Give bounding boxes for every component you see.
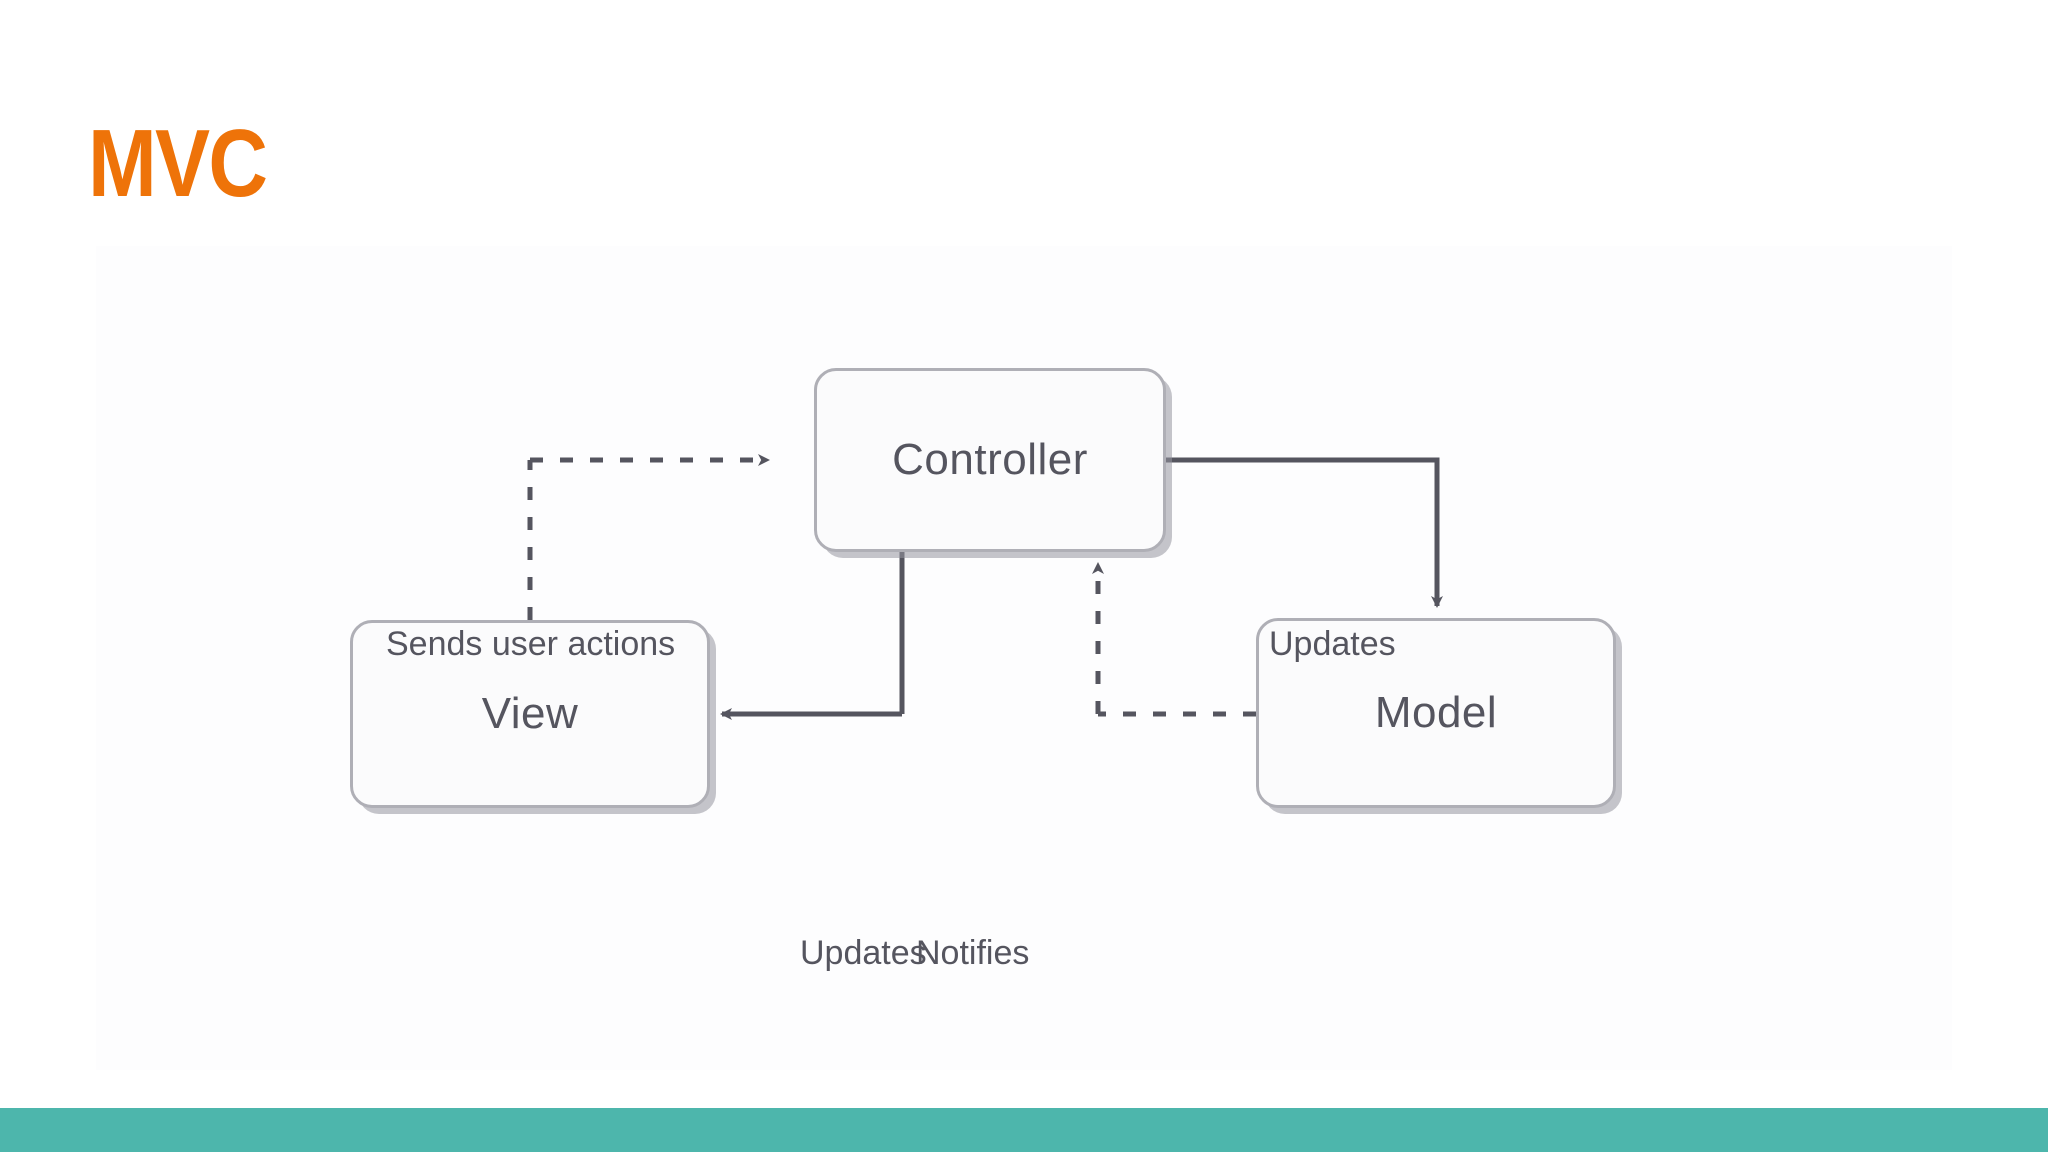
node-model[interactable]: Model <box>1256 618 1616 808</box>
edge-view-to-controller <box>527 454 770 620</box>
edge-controller-to-view <box>720 552 905 720</box>
edge-label-updates-model: Updates <box>1269 625 1396 663</box>
edge-label-updates-view: Updates <box>800 934 927 972</box>
page-title: MVC <box>88 110 268 217</box>
edge-label-sends-user-actions: Sends user actions <box>386 625 676 663</box>
mvc-diagram: Controller View Model Sends user actions… <box>96 246 1952 1070</box>
edge-controller-to-model <box>1166 457 1443 608</box>
node-controller[interactable]: Controller <box>814 368 1166 552</box>
diagram-connectors <box>527 454 1443 720</box>
edge-model-to-controller <box>1092 562 1256 717</box>
node-view[interactable]: View <box>350 620 710 808</box>
bottom-accent-bar <box>0 1108 2048 1152</box>
edge-label-notifies: Notifies <box>916 934 1030 972</box>
